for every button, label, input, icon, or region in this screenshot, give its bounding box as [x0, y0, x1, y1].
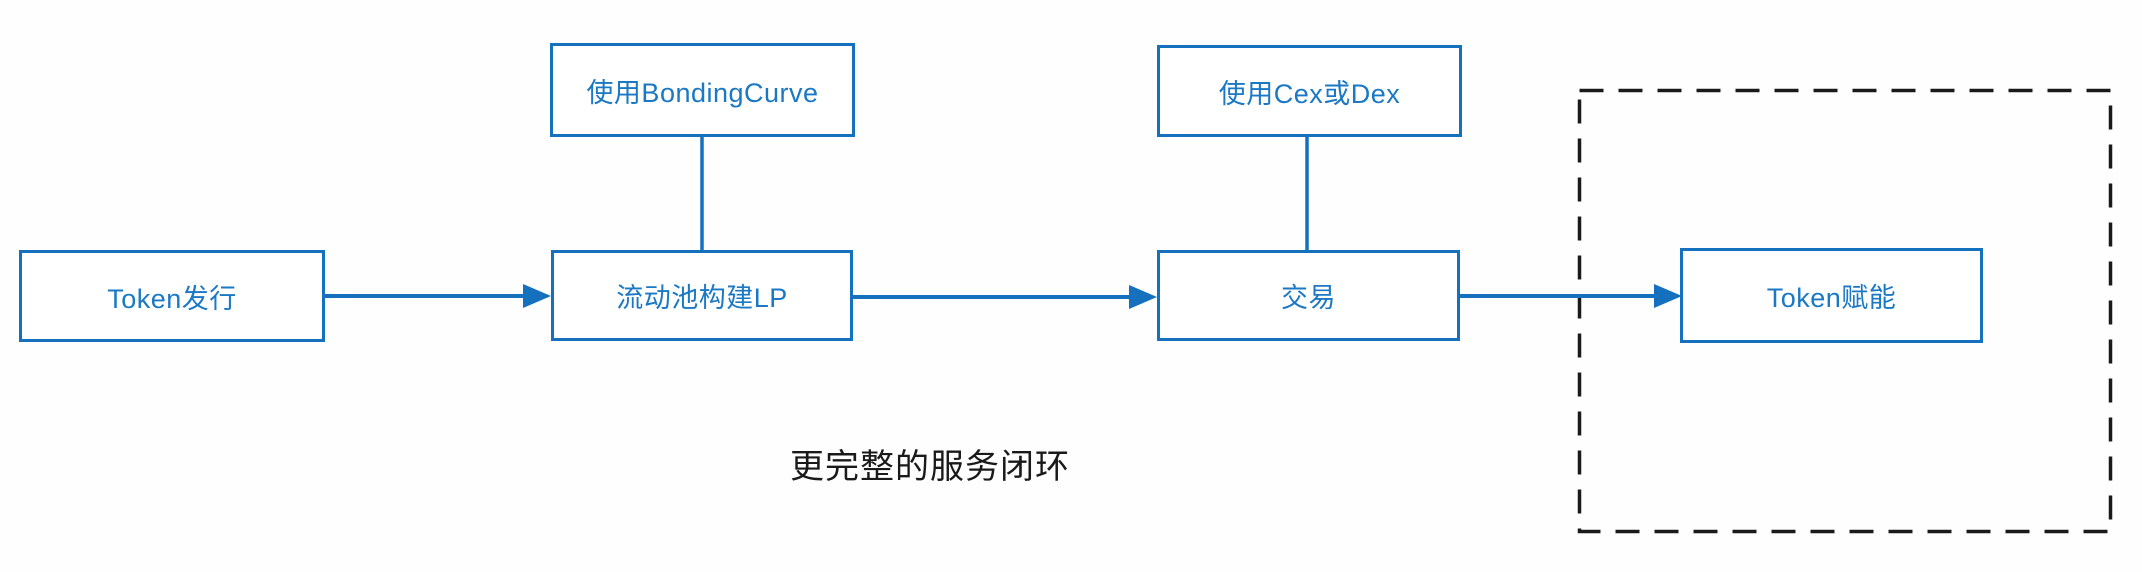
- node-bonding-curve-label: 使用BondingCurve: [586, 77, 819, 108]
- node-liquidity-pool-label: 流动池构建LP: [616, 283, 788, 313]
- arrow-tokenissue-lp-head: [523, 284, 551, 308]
- arrow-lp-trade-head: [1129, 285, 1157, 309]
- node-trade: 交易: [1157, 250, 1460, 341]
- node-token-issue: Token发行: [19, 250, 325, 342]
- node-bonding-curve: 使用BondingCurve: [550, 43, 855, 137]
- node-token-empower-label: Token赋能: [1766, 283, 1897, 313]
- dashed-region-border: [1577, 88, 2113, 534]
- node-cex-dex: 使用Cex或Dex: [1157, 45, 1462, 137]
- node-trade-label: 交易: [1281, 283, 1336, 313]
- node-liquidity-pool: 流动池构建LP: [551, 250, 853, 341]
- node-cex-dex-label: 使用Cex或Dex: [1218, 78, 1401, 109]
- node-token-empower: Token赋能: [1680, 248, 1983, 343]
- arrow-trade-empower-head: [1654, 284, 1682, 308]
- diagram-caption: 更完整的服务闭环: [790, 448, 1070, 486]
- node-token-issue-label: Token发行: [107, 283, 237, 314]
